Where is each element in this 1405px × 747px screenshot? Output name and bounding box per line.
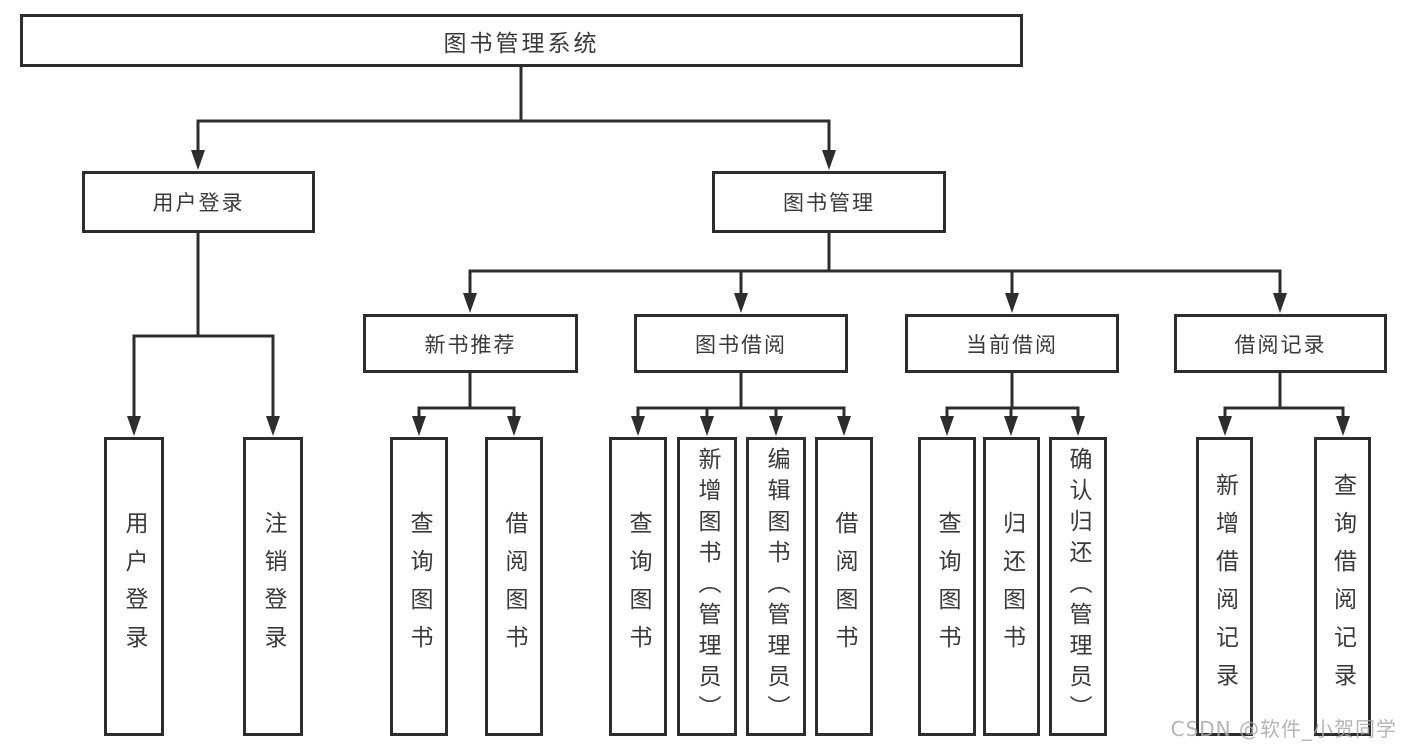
node-leaf-user-login: 用户登录 <box>104 437 164 736</box>
node-user-login-branch: 用户登录 <box>82 171 315 233</box>
node-leaf-query-borrow-record: 查询借阅记录 <box>1314 437 1371 736</box>
node-leaf-edit-books-admin: 编辑图书（管理员） <box>746 437 806 736</box>
node-leaf-query-books-3: 查询图书 <box>918 437 976 736</box>
node-leaf-borrow-books-1: 借阅图书 <box>485 437 543 736</box>
node-borrowing-records: 借阅记录 <box>1174 314 1387 373</box>
node-book-borrowing: 图书借阅 <box>634 314 848 373</box>
node-leaf-add-books-admin: 新增图书（管理员） <box>677 437 737 736</box>
node-current-borrowing: 当前借阅 <box>905 314 1119 373</box>
node-new-book-recommendation: 新书推荐 <box>363 314 578 373</box>
node-leaf-query-books-2: 查询图书 <box>609 437 667 736</box>
node-leaf-confirm-return-admin: 确认归还（管理员） <box>1049 437 1107 736</box>
node-leaf-query-books-1: 查询图书 <box>390 437 448 736</box>
node-leaf-borrow-books-2: 借阅图书 <box>815 437 873 736</box>
node-book-management-branch: 图书管理 <box>712 171 946 233</box>
csdn-watermark: CSDN @软件_小贺同学 <box>1170 717 1397 741</box>
node-library-management-system: 图书管理系统 <box>20 14 1023 67</box>
node-leaf-logout: 注销登录 <box>243 437 303 736</box>
node-leaf-add-borrow-record: 新增借阅记录 <box>1196 437 1253 736</box>
node-leaf-return-books: 归还图书 <box>983 437 1040 736</box>
arrowheads <box>127 150 1350 436</box>
